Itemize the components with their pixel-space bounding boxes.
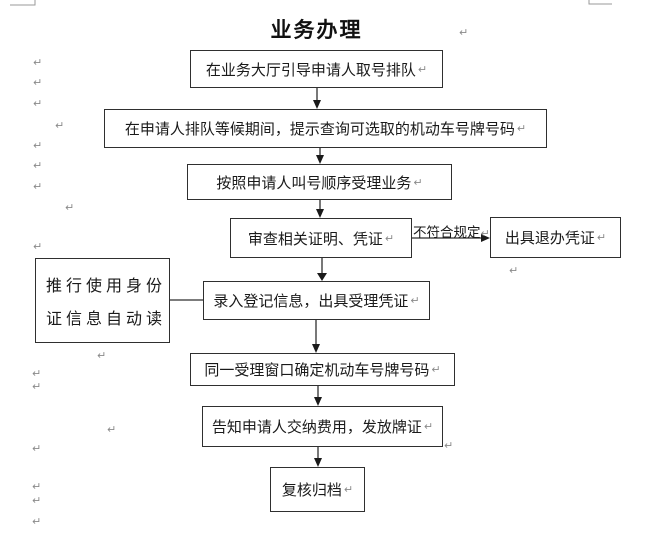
paragraph-mark: ↵: [509, 264, 519, 277]
arrow-accept-to-review: [316, 200, 324, 218]
arrow-pay-to-archive: [314, 447, 322, 467]
edge-label-not-conform: 不符合规定↵: [413, 221, 490, 241]
flow-node-notify-label: 在申请人排队等候期间，提示查询可选取的机动车号牌号码: [124, 121, 515, 138]
flow-node-archive-label: 复核归档: [281, 482, 342, 499]
flow-node-reject-label: 出具退办凭证: [504, 230, 595, 247]
paragraph-mark: ↵: [33, 76, 43, 89]
paragraph-mark: ↵: [480, 227, 490, 240]
page-title: 业务办理: [270, 19, 363, 42]
flow-node-queue: 在业务大厅引导申请人取号排队↵: [190, 50, 443, 88]
paragraph-mark: ↵: [417, 62, 428, 76]
paragraph-mark: ↵: [33, 240, 43, 253]
arrow-confirm-to-pay: [314, 386, 322, 406]
paragraph-mark: ↵: [33, 56, 43, 69]
paragraph-mark: ↵: [32, 380, 42, 393]
flow-side-note-line1: 推行使用身份: [46, 277, 167, 295]
paragraph-mark: ↵: [33, 180, 43, 193]
paragraph-mark: ↵: [32, 442, 42, 455]
paragraph-mark: ↵: [423, 420, 434, 433]
paragraph-mark: ↵: [444, 439, 454, 452]
arrow-notify-to-accept: [316, 148, 324, 164]
flow-node-confirm-plate: 同一受理窗口确定机动车号牌号码↵: [190, 353, 455, 386]
arrow-queue-to-notify: [313, 88, 321, 109]
paragraph-mark: ↵: [65, 201, 75, 214]
paragraph-mark: ↵: [431, 363, 441, 376]
flow-node-pay-label: 告知申请人交纳费用，发放牌证: [211, 419, 422, 436]
flow-node-pay: 告知申请人交纳费用，发放牌证↵: [202, 406, 443, 447]
flow-node-register: 录入登记信息，出具受理凭证↵: [203, 281, 430, 320]
flow-node-confirm-plate-label: 同一受理窗口确定机动车号牌号码: [204, 362, 430, 379]
paragraph-mark: ↵: [107, 423, 117, 436]
paragraph-mark: ↵: [33, 97, 43, 110]
paragraph-mark: ↵: [516, 122, 527, 135]
flow-node-register-label: 录入登记信息，出具受理凭证: [213, 293, 409, 310]
paragraph-mark: ↵: [32, 494, 42, 507]
margin-corner-top-left: [10, 0, 36, 6]
arrow-register-to-confirm: [312, 320, 320, 353]
flow-side-note-id-reader: 推行使用身份 证信息自动读: [35, 258, 170, 343]
arrow-review-to-register: [317, 258, 327, 281]
paragraph-mark: ↵: [55, 119, 65, 132]
paragraph-mark: ↵: [32, 515, 42, 528]
paragraph-mark: ↵: [33, 139, 43, 152]
paragraph-mark: ↵: [32, 367, 42, 380]
flow-node-archive: 复核归档↵: [270, 467, 365, 512]
paragraph-mark: ↵: [596, 231, 607, 244]
paragraph-mark: ↵: [413, 175, 423, 189]
paragraph-mark: ↵: [33, 159, 43, 172]
flow-node-review: 审查相关证明、凭证↵: [230, 218, 412, 258]
flow-node-accept-label: 按照申请人叫号顺序受理业务: [216, 174, 412, 192]
margin-corner-top-right: [588, 0, 612, 5]
flow-node-reject: 出具退办凭证↵: [490, 217, 621, 258]
paragraph-mark: ↵: [343, 483, 354, 496]
flow-side-note-line2: 证信息自动读: [46, 311, 167, 329]
flow-node-accept: 按照申请人叫号顺序受理业务↵: [187, 164, 452, 200]
flow-node-notify: 在申请人排队等候期间，提示查询可选取的机动车号牌号码↵: [104, 109, 547, 148]
edge-label-not-conform-text: 不符合规定: [413, 225, 481, 240]
paragraph-mark: ↵: [410, 294, 420, 307]
paragraph-mark: ↵: [97, 349, 107, 362]
paragraph-mark: ↵: [32, 480, 42, 493]
paragraph-mark: ↵: [384, 231, 395, 245]
flow-node-queue-label: 在业务大厅引导申请人取号排队: [205, 61, 416, 79]
flow-node-review-label: 审查相关证明、凭证: [247, 230, 383, 248]
paragraph-mark: ↵: [459, 26, 469, 39]
